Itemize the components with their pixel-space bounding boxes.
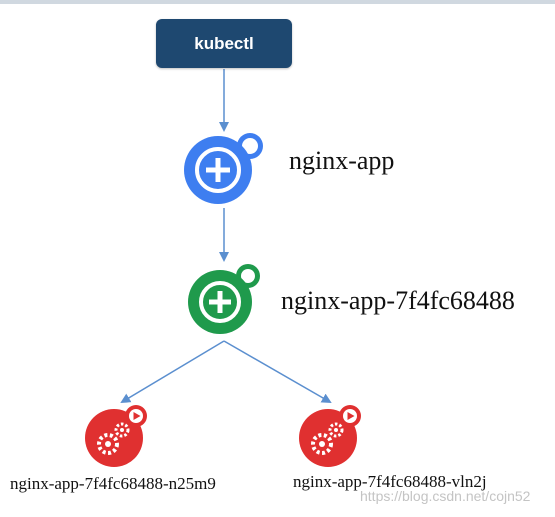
- replicaset-plus-icon: [188, 264, 260, 334]
- pod-2-label: nginx-app-7f4fc68488-vln2j: [293, 472, 487, 491]
- arrow-replicaset-to-pod-2: [223, 340, 332, 403]
- deployment-label: nginx-app: [289, 146, 395, 175]
- kubectl-node: kubectl: [156, 19, 292, 68]
- watermark-text: https://blog.csdn.net/cojn52: [360, 488, 531, 504]
- kubectl-label: kubectl: [194, 33, 254, 53]
- replicaset-label: nginx-app-7f4fc68488: [281, 286, 515, 315]
- deployment-plus-icon: [184, 133, 263, 204]
- pod-gears-play-icon: [299, 405, 361, 467]
- pod-gears-play-icon: [85, 405, 147, 467]
- top-border: [0, 0, 555, 4]
- pod-1-label: nginx-app-7f4fc68488-n25m9: [10, 474, 216, 493]
- arrow-replicaset-to-pod-1: [120, 340, 225, 404]
